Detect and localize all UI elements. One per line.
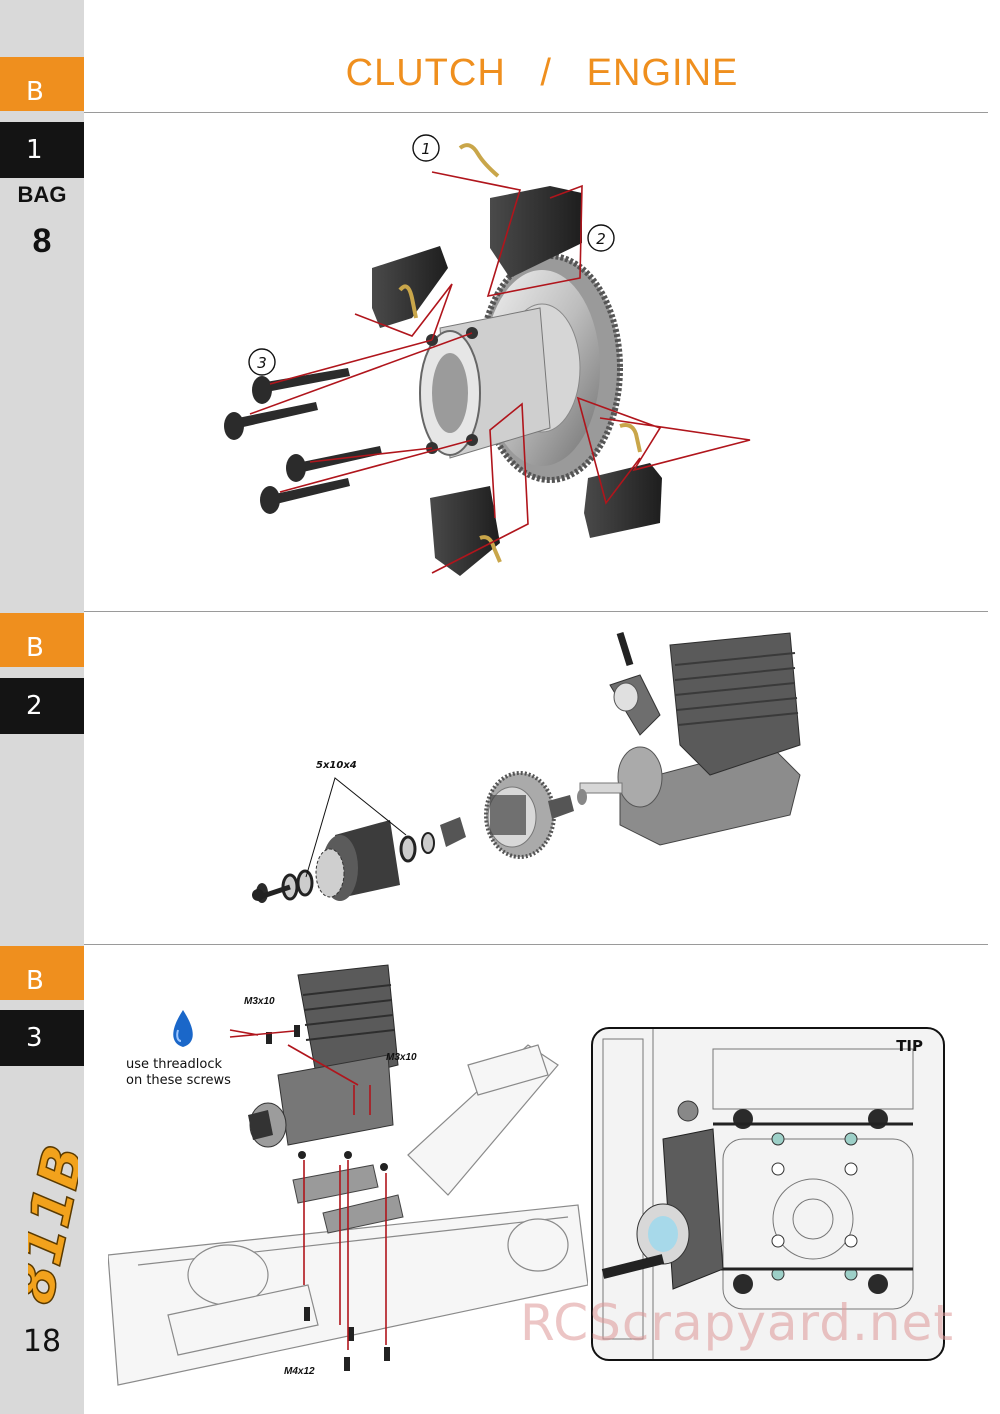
bag-number: 8 <box>32 222 52 260</box>
svg-text:1: 1 <box>421 140 431 158</box>
model-logo-text: 811B <box>28 1140 78 1310</box>
bearing-size-label: 5x10x4 <box>316 760 357 771</box>
step3-number-tab: 3 <box>0 1010 84 1066</box>
step3-section-tab: B <box>0 946 84 1000</box>
engine-mounts <box>292 1164 404 1234</box>
clutch-shoe-top <box>490 186 582 278</box>
step3-mounting-diagram <box>108 964 588 1386</box>
clutch-bell <box>315 820 400 901</box>
page-title: CLUTCH / ENGINE <box>345 52 739 94</box>
watermark: RCScrapyard.net <box>520 1294 954 1352</box>
clutch-shoe-right <box>584 463 662 538</box>
svg-text:3: 3 <box>257 354 267 372</box>
bag-label: BAG <box>17 182 67 207</box>
tip-hex-nuts <box>771 1162 858 1248</box>
clutch-screws <box>224 368 382 514</box>
tip-box: TIP <box>591 1027 945 1361</box>
step1-section-tab: B <box>0 57 84 111</box>
screw-label-m3x10-top: M3x10 <box>244 996 275 1007</box>
callout-2: 2 <box>587 224 615 252</box>
svg-text:2: 2 <box>596 230 606 248</box>
page-number: 18 <box>22 1324 62 1359</box>
clutch-guide-lines <box>249 171 751 574</box>
clutch-shoe-left <box>372 246 448 328</box>
threadlock-drop-icon <box>173 1010 193 1047</box>
bearing-leader-lines <box>305 777 407 878</box>
step2-section-tab: B <box>0 613 84 667</box>
callout-1: 1 <box>412 134 440 162</box>
threadlock-note: use threadlock on these screws <box>126 1057 231 1089</box>
divider-top <box>84 112 988 113</box>
callout-3: 3 <box>248 348 276 376</box>
step1-clutch-diagram: 1 2 3 <box>224 134 751 576</box>
tip-label: TIP <box>896 1037 923 1055</box>
step2-number-tab: 2 <box>0 678 84 734</box>
mount-screws <box>266 1025 390 1371</box>
mount-guide-lines <box>229 1029 387 1350</box>
threadlock-note-line2: on these screws <box>126 1073 231 1088</box>
clutch-flywheel-assembly <box>484 771 556 859</box>
tip-mount-bolts <box>733 1109 888 1294</box>
mount-engine <box>248 964 399 1148</box>
screw-label-m4x12: M4x12 <box>284 1366 315 1377</box>
threadlock-note-line1: use threadlock <box>126 1057 222 1072</box>
retaining-screw <box>252 884 291 901</box>
model-logo: 811B <box>28 1139 78 1310</box>
step2-engine-diagram: 5x10x4 <box>252 631 801 903</box>
tip-diagram <box>601 1029 914 1359</box>
tip-cap-screws <box>771 1132 858 1281</box>
divider-step3 <box>84 944 988 945</box>
divider-step2 <box>84 611 988 612</box>
screw-label-m3x10-right: M3x10 <box>386 1052 417 1063</box>
engine <box>579 631 801 846</box>
tip-carburetor <box>601 1100 724 1290</box>
clutch-shoe-bottom <box>430 486 500 576</box>
washers-bearings <box>256 789 587 903</box>
step1-number-tab: 1 <box>0 122 84 178</box>
clutch-springs <box>398 143 642 563</box>
tip-mount-lines <box>713 1122 913 1271</box>
